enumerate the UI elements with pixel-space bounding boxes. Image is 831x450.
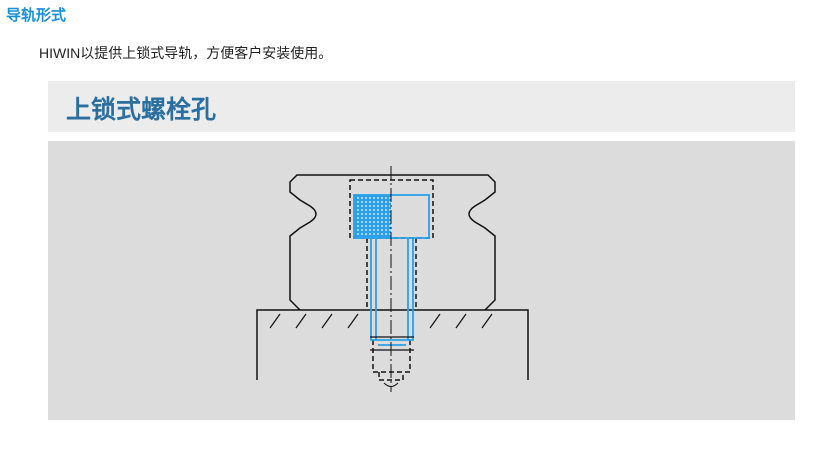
description: HIWIN以提供上锁式导轨，方便客户安装使用。 [39, 45, 333, 61]
section-title: 导轨形式 [6, 7, 67, 24]
figure-header: 上锁式螺栓孔 [48, 81, 795, 132]
diagram-svg [256, 166, 529, 392]
figure-title: 上锁式螺栓孔 [66, 96, 217, 124]
rail-bolt-diagram [48, 141, 795, 420]
rail-outline [289, 174, 496, 311]
base-outline [256, 309, 529, 380]
